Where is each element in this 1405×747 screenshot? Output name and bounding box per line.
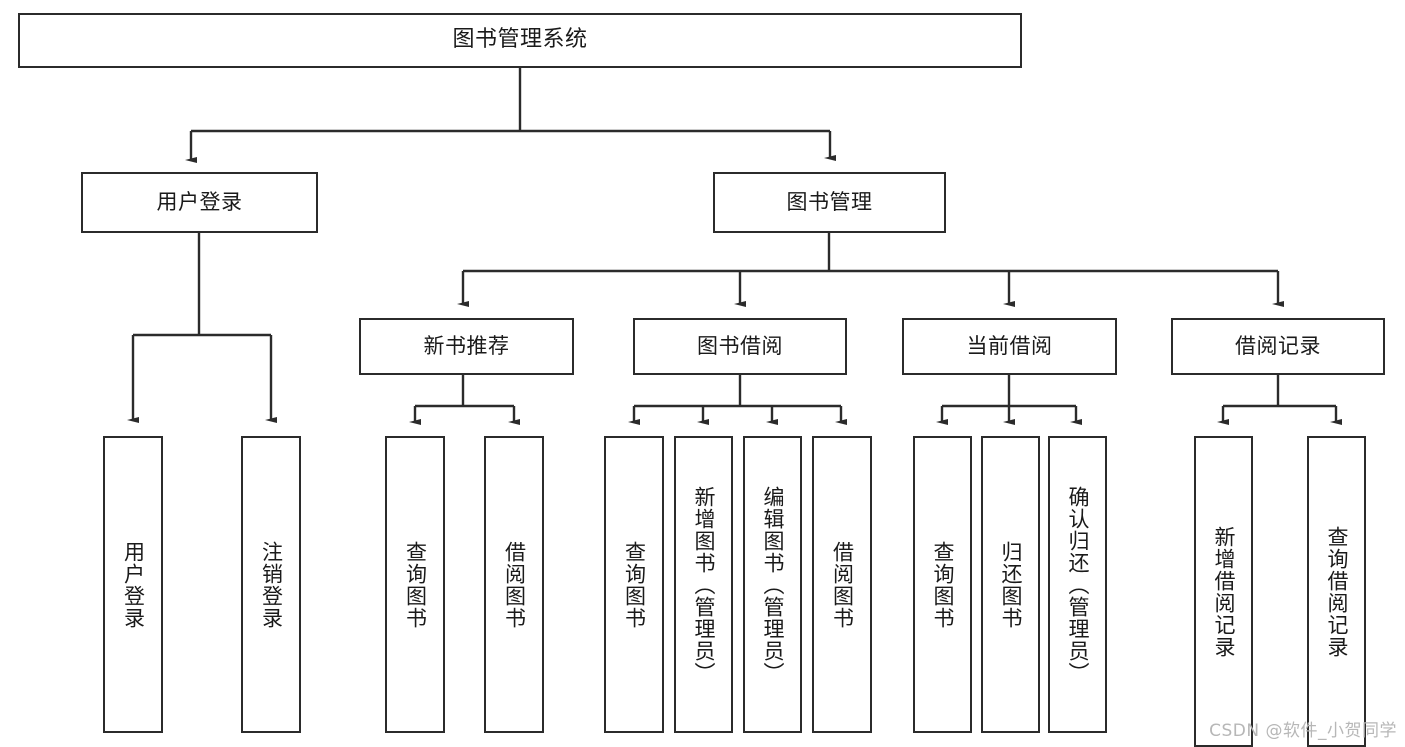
leaf-label: 借阅图书 — [502, 540, 527, 629]
leaf-current-borrow-1[interactable]: 查询图书 — [913, 436, 972, 733]
leaf-label: 归还图书 — [998, 540, 1023, 629]
leaf-borrow-record-1[interactable]: 新增借阅记录 — [1194, 436, 1253, 747]
node-book-management[interactable]: 图书管理 — [713, 172, 946, 233]
leaf-book-borrow-4[interactable]: 借阅图书 — [812, 436, 872, 733]
node-new-book-recommend[interactable]: 新书推荐 — [359, 318, 574, 375]
leaf-current-borrow-2[interactable]: 归还图书 — [981, 436, 1040, 733]
node-root[interactable]: 图书管理系统 — [18, 13, 1022, 68]
leaf-new-book-2[interactable]: 借阅图书 — [484, 436, 544, 733]
leaf-label: 借阅图书 — [830, 540, 855, 629]
node-user-login[interactable]: 用户登录 — [81, 172, 318, 233]
leaf-current-borrow-3[interactable]: 确认归还（管理员） — [1048, 436, 1107, 733]
leaf-book-borrow-3[interactable]: 编辑图书（管理员） — [743, 436, 802, 733]
leaf-label: 查询图书 — [403, 540, 428, 629]
leaf-label: 查询借阅记录 — [1324, 525, 1349, 658]
leaf-new-book-1[interactable]: 查询图书 — [385, 436, 445, 733]
leaf-book-borrow-2[interactable]: 新增图书（管理员） — [674, 436, 733, 733]
node-book-borrow[interactable]: 图书借阅 — [633, 318, 847, 375]
leaf-borrow-record-2[interactable]: 查询借阅记录 — [1307, 436, 1366, 747]
leaf-book-borrow-1[interactable]: 查询图书 — [604, 436, 664, 733]
leaf-label: 新增借阅记录 — [1211, 525, 1236, 658]
csdn-watermark: CSDN @软件_小贺同学 — [1209, 721, 1397, 741]
leaf-label: 确认归还（管理员） — [1065, 485, 1090, 684]
node-current-borrow[interactable]: 当前借阅 — [902, 318, 1117, 375]
leaf-label: 编辑图书（管理员） — [760, 485, 785, 684]
leaf-user-login-2[interactable]: 注销登录 — [241, 436, 301, 733]
leaf-label: 查询图书 — [622, 540, 647, 629]
node-borrow-record[interactable]: 借阅记录 — [1171, 318, 1385, 375]
leaf-user-login-1[interactable]: 用户登录 — [103, 436, 163, 733]
leaf-label: 查询图书 — [930, 540, 955, 629]
leaf-label: 新增图书（管理员） — [691, 485, 716, 684]
leaf-label: 注销登录 — [259, 540, 284, 629]
leaf-label: 用户登录 — [121, 540, 146, 629]
